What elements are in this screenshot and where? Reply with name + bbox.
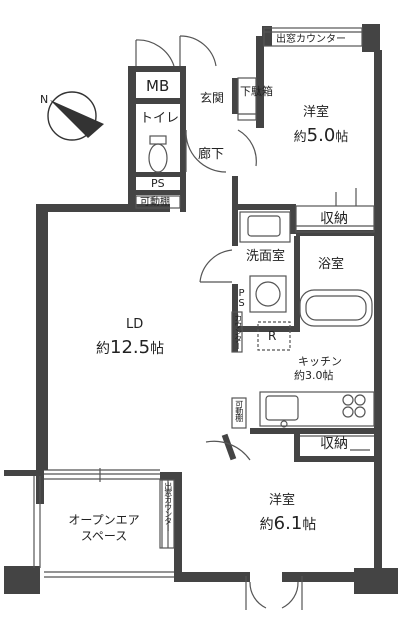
- window-counter-left-label: 出窓カウンター: [163, 482, 173, 531]
- fridge-label: R: [268, 329, 277, 343]
- hallway-label: 廊下: [198, 147, 225, 162]
- western1-area-num: 5.0: [306, 125, 336, 146]
- bathroom-label: 浴室: [318, 257, 345, 272]
- western1-area: 約5.0帖: [286, 126, 356, 146]
- ld-area-num: 12.5: [110, 337, 151, 358]
- walls: [4, 24, 398, 594]
- shoe-box-label: 下駄箱: [240, 86, 273, 98]
- window-counter-top-label: 出窓カウンター: [276, 34, 346, 45]
- mb-label: MB: [146, 77, 170, 95]
- western2-area-unit: 帖: [302, 517, 317, 533]
- western1-area-prefix: 約: [293, 130, 307, 145]
- western2-area-prefix: 約: [259, 517, 274, 533]
- western2-area: 約6.1帖: [248, 514, 328, 534]
- toilet-label: トイレ: [140, 111, 180, 126]
- compass-label: N: [40, 93, 49, 106]
- washroom-label: 洗面室: [246, 249, 286, 264]
- ld-area-unit: 帖: [150, 341, 165, 357]
- kitchen-name: キッチン: [298, 355, 342, 368]
- compass-icon: [47, 91, 104, 141]
- western1-area-unit: 帖: [335, 130, 349, 145]
- counter-small-label: カウンター: [233, 314, 243, 349]
- ps-wash-label: PS: [236, 288, 247, 308]
- western2-name: 洋室: [268, 493, 295, 508]
- light-lines: [33, 27, 375, 610]
- storage2-label: 収納: [320, 436, 348, 452]
- movable-shelf-label: 可動棚: [140, 197, 170, 208]
- entrance-label: 玄関: [200, 91, 225, 105]
- ld-name: LD: [126, 317, 144, 332]
- kitchen-shelf-label: 可動棚: [234, 400, 244, 421]
- western1-name: 洋室: [302, 105, 329, 120]
- balcony-label-2: スペース: [80, 529, 128, 543]
- ld-area-prefix: 約: [96, 341, 110, 357]
- ps-toilet-label: PS: [151, 177, 165, 190]
- western2-area-num: 6.1: [273, 513, 303, 534]
- ld-area: 約12.5帖: [96, 338, 164, 358]
- balcony-label-1: オープンエア: [68, 513, 140, 527]
- kitchen-area: 約3.0帖: [294, 369, 334, 382]
- storage1-label: 収納: [320, 211, 348, 227]
